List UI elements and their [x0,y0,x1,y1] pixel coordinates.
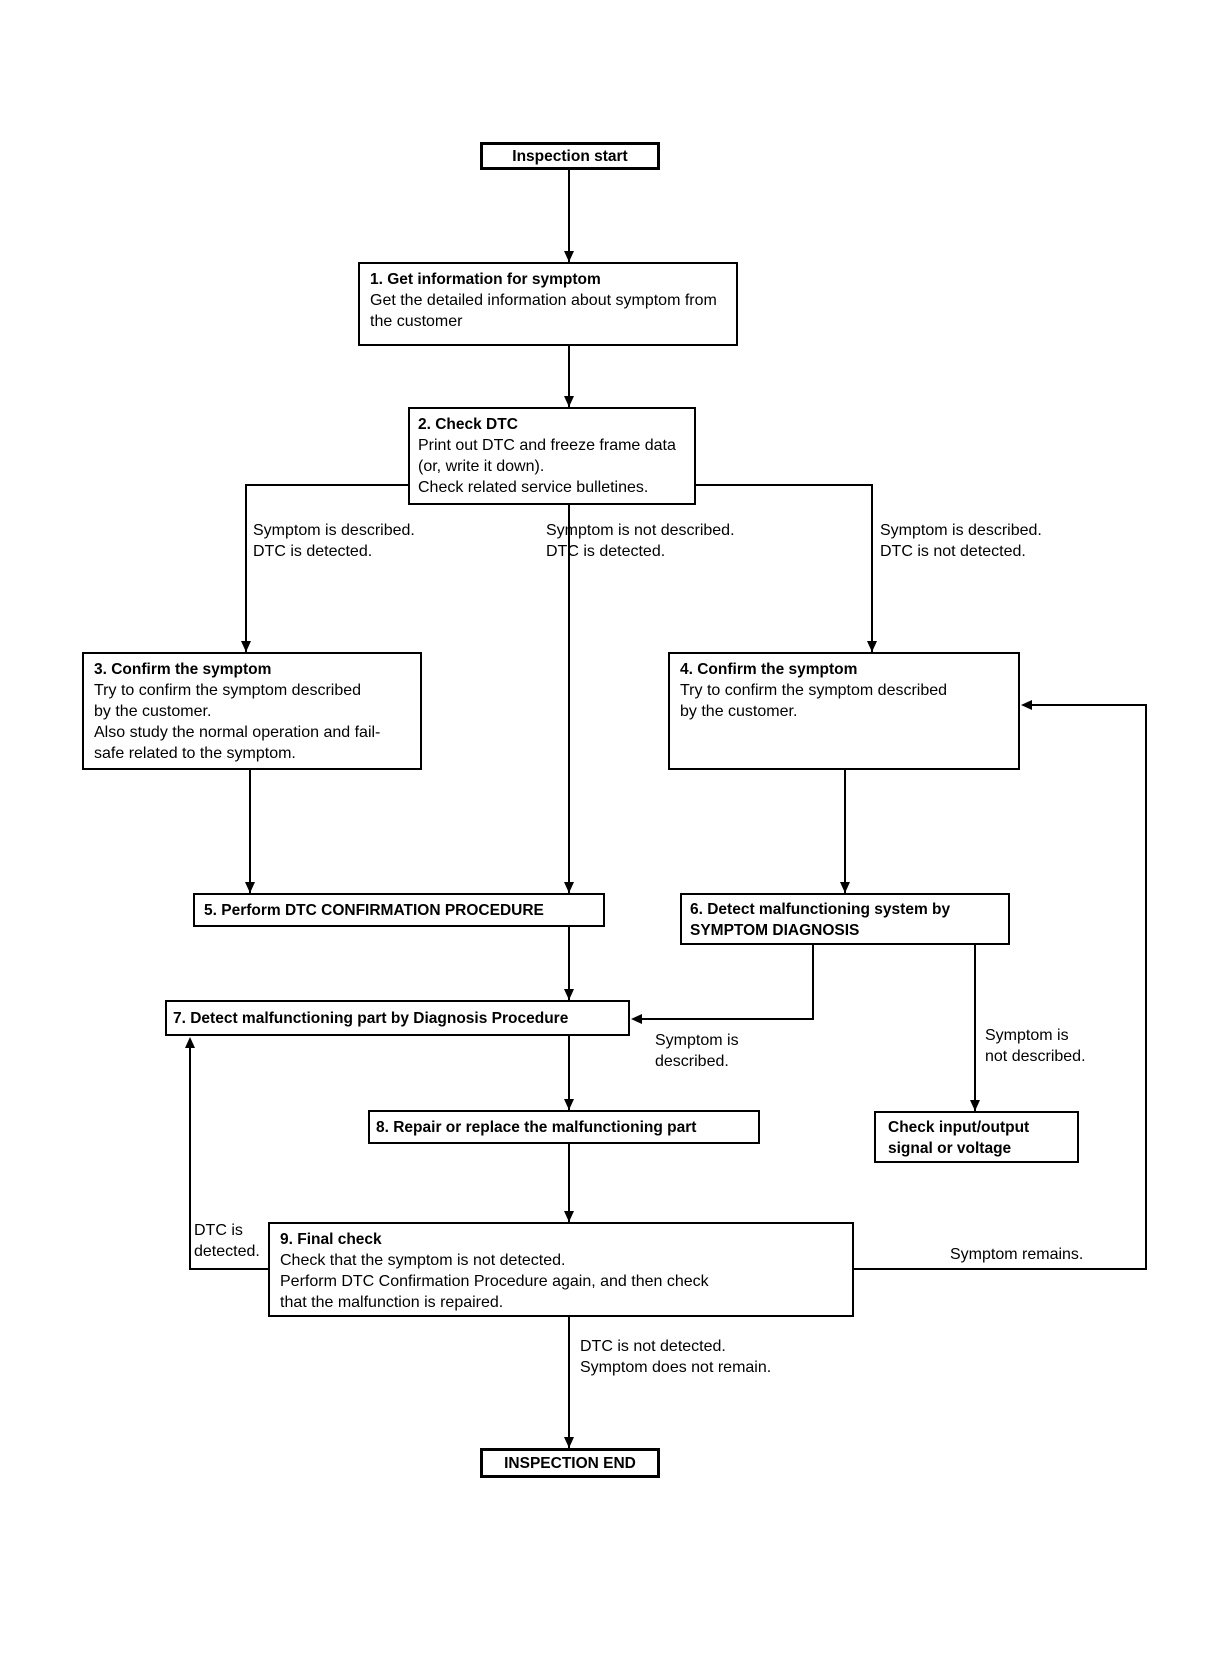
node-inspection-start: Inspection start [480,142,660,170]
node-step2-check-dtc: 2. Check DTC Print out DTC and freeze fr… [408,407,696,505]
node-inspection-start-label: Inspection start [512,147,628,165]
arrowhead-step7-step8 [564,1099,574,1110]
node-step3-body: Try to confirm the symptom described by … [94,682,381,762]
node-step9-title: 9. Final check [280,1231,382,1248]
edge-step2-step5 [568,505,570,893]
label-symptom-not-described: Symptom is not described. [985,1027,1086,1065]
node-step3-title: 3. Confirm the symptom [94,661,272,678]
edge-step9-step4-h2 [1028,704,1147,706]
node-step1-title: 1. Get information for symptom [370,271,601,288]
node-step5-dtc-confirmation: 5. Perform DTC CONFIRMATION PROCEDURE [193,893,605,927]
edge-step1-step2 [568,346,570,407]
arrowhead-step8-step9 [564,1211,574,1222]
node-check-io-signal: Check input/output signal or voltage [874,1111,1079,1163]
node-step4-body: Try to confirm the symptom described by … [680,682,948,720]
edge-step2-step4-h [696,484,873,486]
edge-step9-step7-h [189,1268,268,1270]
edge-step8-step9 [568,1144,570,1222]
edge-step6-step7-h [638,1018,814,1020]
node-step8-repair-replace: 8. Repair or replace the malfunctioning … [368,1110,760,1144]
edge-step9-step4-h1 [854,1268,1147,1270]
arrowhead-start-step1 [564,251,574,262]
label-branch-right: Symptom is described. DTC is not detecte… [880,522,1042,560]
arrowhead-step3-step5 [245,882,255,893]
node-step4-confirm-symptom: 4. Confirm the symptom Try to confirm th… [668,652,1020,770]
label-dtc-not-detected: DTC is not detected. Symptom does not re… [580,1338,772,1376]
node-step1-get-information: 1. Get information for symptom Get the d… [358,262,738,346]
edge-step2-step3-h [245,484,408,486]
label-dtc-detected: DTC is detected. [194,1222,260,1260]
arrowhead-step1-step2 [564,396,574,407]
node-step7-diagnosis-procedure: 7. Detect malfunctioning part by Diagnos… [165,1000,630,1036]
edge-step9-step7-v [189,1042,191,1270]
node-step2-title: 2. Check DTC [418,416,518,433]
arrowhead-step9-step4 [1021,700,1032,710]
node-inspection-end: INSPECTION END [480,1448,660,1478]
node-step6-symptom-diagnosis: 6. Detect malfunctioning system by SYMPT… [680,893,1010,945]
arrowhead-step9-step7 [185,1037,195,1048]
edge-step7-step8 [568,1036,570,1110]
edge-step2-step3-v [245,484,247,652]
arrowhead-step6-checkio [970,1100,980,1111]
node-inspection-end-label: INSPECTION END [504,1454,636,1472]
node-step9-final-check: 9. Final check Check that the symptom is… [268,1222,854,1317]
edge-step9-step4-v [1145,704,1147,1270]
arrowhead-step9-end [564,1437,574,1448]
node-step5-title: 5. Perform DTC CONFIRMATION PROCEDURE [204,901,544,919]
edge-step9-end [568,1317,570,1448]
edge-step2-step4-v [871,484,873,652]
label-branch-middle: Symptom is not described. DTC is detecte… [546,522,735,560]
arrowhead-step2-step3 [241,641,251,652]
edge-step5-step7 [568,927,570,1000]
node-check-io-title: Check input/output signal or voltage [888,1119,1030,1157]
node-step2-body: Print out DTC and freeze frame data (or,… [418,437,676,496]
node-step7-title: 7. Detect malfunctioning part by Diagnos… [173,1009,569,1027]
arrowhead-step2-step4 [867,641,877,652]
node-step6-title: 6. Detect malfunctioning system by SYMPT… [690,901,951,939]
node-step9-body: Check that the symptom is not detected. … [280,1252,709,1311]
label-branch-left: Symptom is described. DTC is detected. [253,522,415,560]
edge-step6-checkio [974,945,976,1111]
edge-start-step1 [568,170,570,262]
node-step8-title: 8. Repair or replace the malfunctioning … [376,1118,697,1136]
edge-step6-step7-v [812,945,814,1020]
node-step1-body: Get the detailed information about sympt… [370,292,717,330]
arrowhead-step5-step7 [564,989,574,1000]
label-symptom-described: Symptom is described. [655,1032,739,1070]
arrowhead-step6-step7 [631,1014,642,1024]
node-step3-confirm-symptom: 3. Confirm the symptom Try to confirm th… [82,652,422,770]
edge-step4-step6 [844,770,846,893]
label-symptom-remains: Symptom remains. [950,1246,1084,1263]
edge-step3-step5 [249,770,251,893]
arrowhead-step2-step5 [564,882,574,893]
node-step4-title: 4. Confirm the symptom [680,661,858,678]
arrowhead-step4-step6 [840,882,850,893]
